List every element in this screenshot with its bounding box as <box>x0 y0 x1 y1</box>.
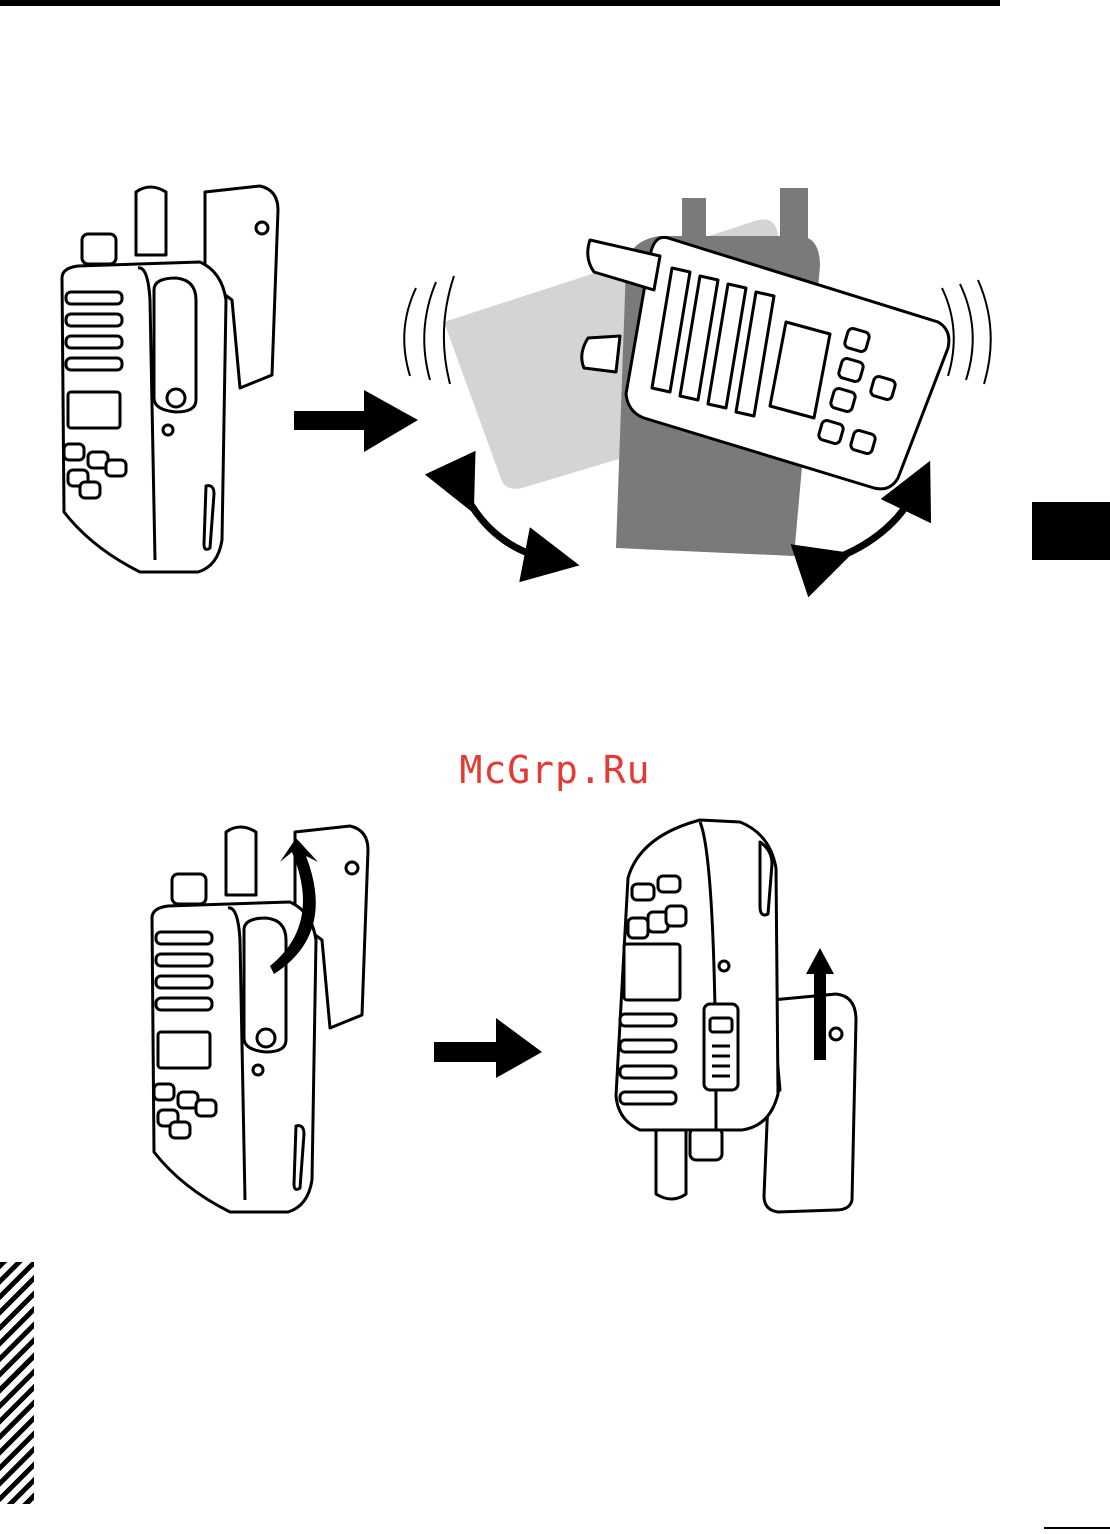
curved-arrow-icon <box>462 488 552 560</box>
arrow-right-icon <box>294 390 418 452</box>
radio-front-clip-icon <box>62 186 278 572</box>
radio-front-clip-icon <box>152 826 368 1212</box>
arrow-right-icon <box>434 1018 542 1078</box>
curved-arrow-icon <box>826 486 918 562</box>
radio-rotation-icon <box>404 188 991 562</box>
